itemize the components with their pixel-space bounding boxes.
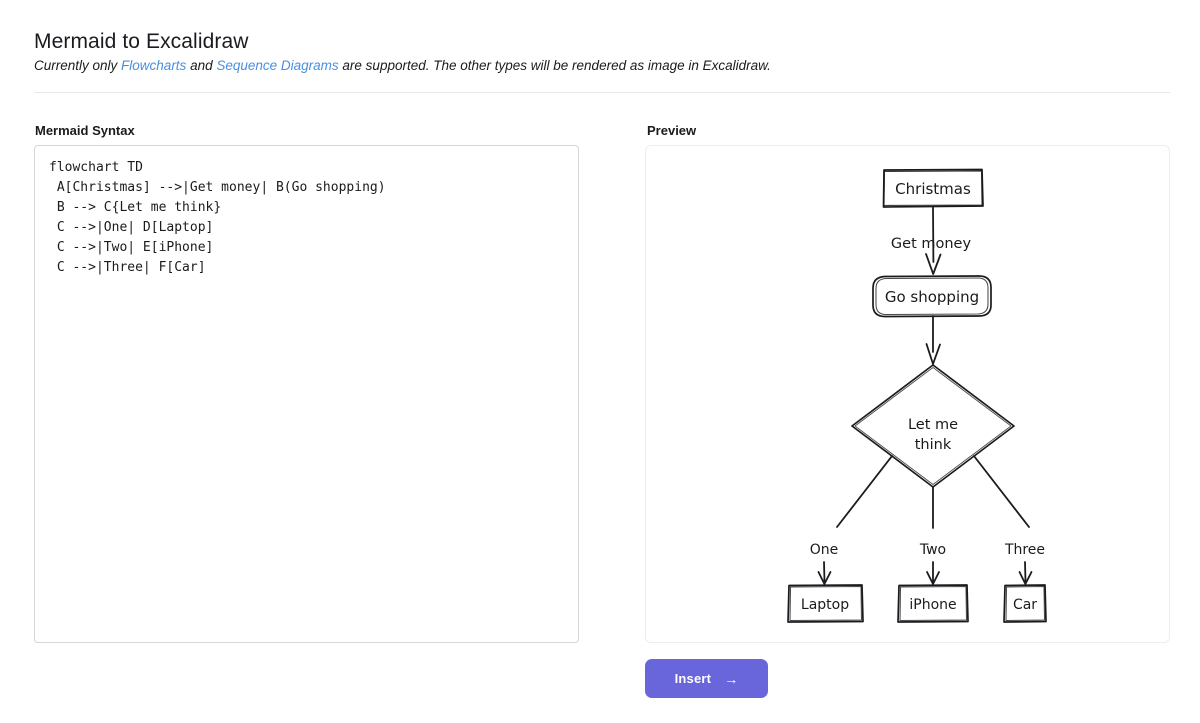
node-label-christmas: Christmas <box>895 180 971 198</box>
flowchart-diagram: Christmas Go shopping Let me think Lapto… <box>787 168 1047 623</box>
flowcharts-link[interactable]: Flowcharts <box>121 58 187 73</box>
edge-label-two: Two <box>919 542 946 558</box>
preview-panel: Christmas Go shopping Let me think Lapto… <box>645 145 1170 643</box>
subtitle-text-3: are supported. The other types will be r… <box>338 58 771 73</box>
preview-label: Preview <box>647 123 697 138</box>
edge-label-get-money: Get money <box>891 236 972 252</box>
page-subtitle: Currently only Flowcharts and Sequence D… <box>34 58 771 73</box>
edge-let-me-think-to-iphone <box>926 486 940 585</box>
mermaid-syntax-label: Mermaid Syntax <box>35 123 135 138</box>
node-laptop <box>787 584 864 623</box>
insert-button[interactable]: Insert → <box>645 659 768 698</box>
node-label-go-shopping: Go shopping <box>885 288 979 306</box>
arrow-right-icon: → <box>724 670 739 687</box>
edge-let-me-think-to-laptop <box>817 455 893 585</box>
insert-button-label: Insert <box>674 671 712 686</box>
node-label-iphone: iPhone <box>909 597 956 613</box>
node-label-car: Car <box>1013 597 1037 613</box>
node-car <box>1003 584 1047 623</box>
subtitle-text-1: Currently only <box>34 58 122 73</box>
header-divider <box>34 92 1170 93</box>
node-go-shopping <box>872 275 992 318</box>
edge-label-three: Three <box>1004 542 1045 558</box>
node-label-let-me-think-line2: think <box>915 437 952 453</box>
mermaid-syntax-input[interactable] <box>34 145 579 643</box>
edge-label-one: One <box>810 542 839 558</box>
edge-christmas-to-go-shopping <box>925 206 942 275</box>
edge-let-me-think-to-car <box>973 455 1033 585</box>
edge-go-shopping-to-let-me-think <box>925 315 941 365</box>
node-iphone <box>897 584 969 623</box>
node-label-laptop: Laptop <box>801 597 849 613</box>
subtitle-text-2: and <box>186 58 217 73</box>
page-title: Mermaid to Excalidraw <box>34 30 249 54</box>
sequence-diagrams-link[interactable]: Sequence Diagrams <box>216 58 339 73</box>
node-label-let-me-think-line1: Let me <box>908 417 958 433</box>
node-christmas <box>882 168 984 208</box>
